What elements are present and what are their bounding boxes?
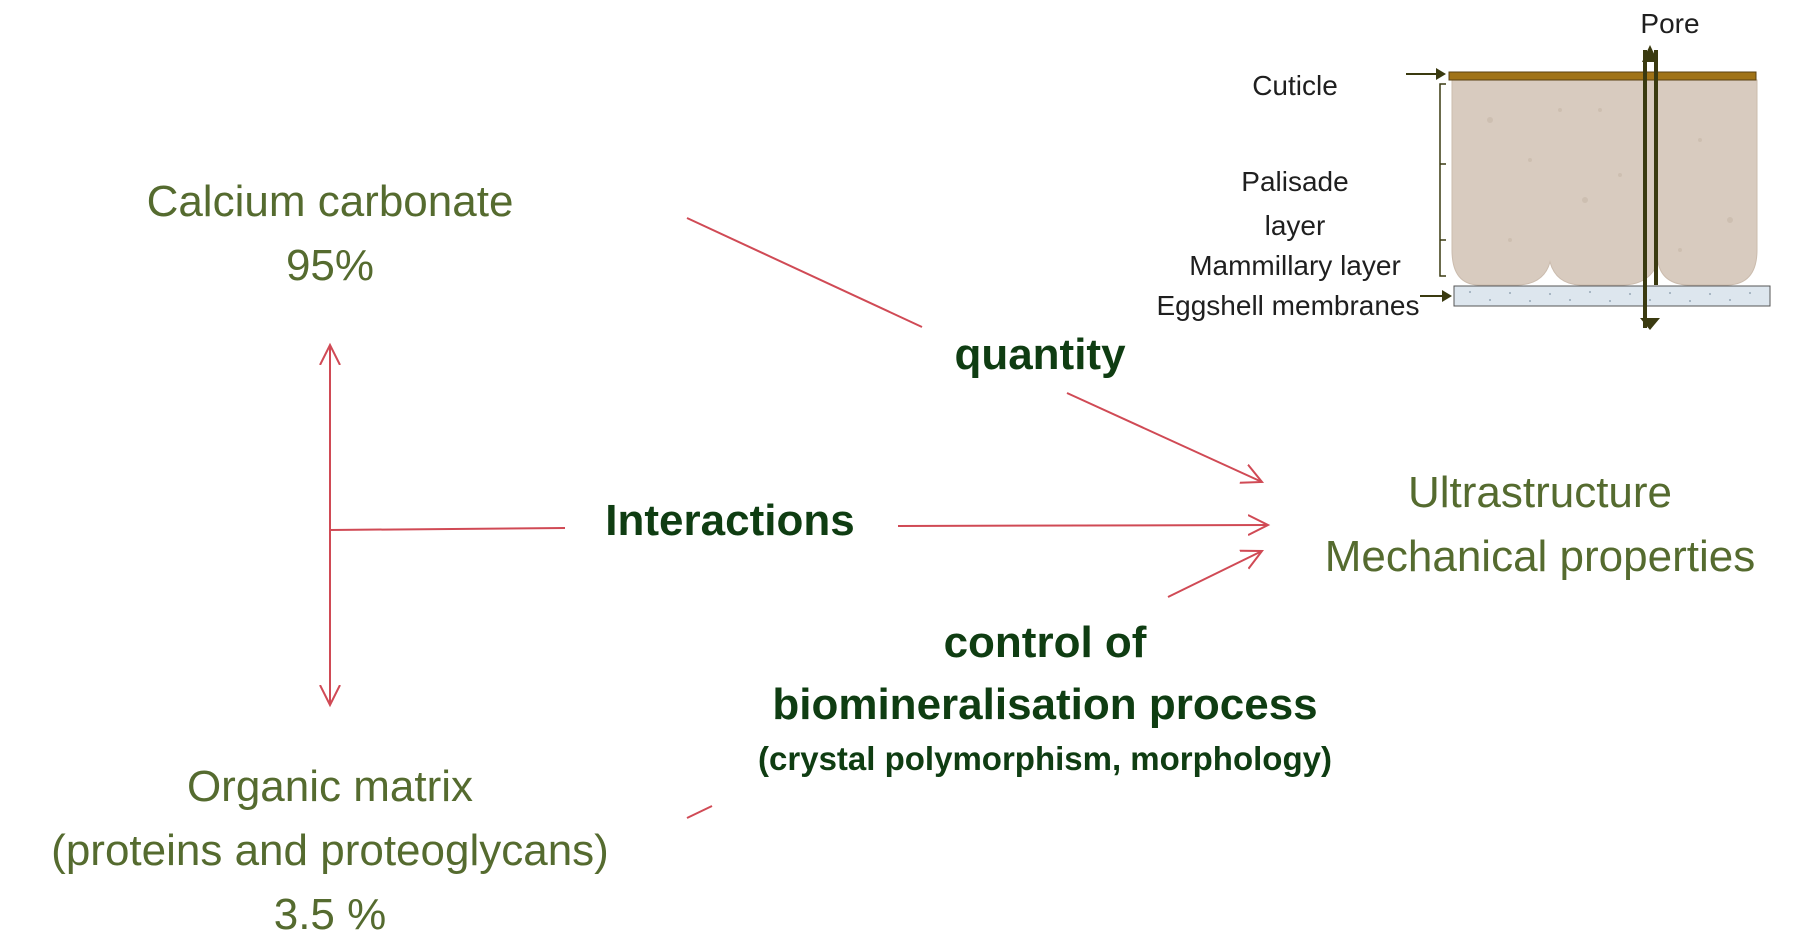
control-line-1: control of bbox=[943, 618, 1147, 667]
organic-matrix-name: Organic matrix bbox=[186, 762, 474, 811]
control-label: control of biomineralisation process (cr… bbox=[645, 612, 1445, 782]
organic-matrix-detail: (proteins and proteoglycans) bbox=[51, 826, 609, 875]
pore-label: Pore bbox=[1640, 8, 1700, 39]
membranes-label: Eggshell membranes bbox=[1156, 290, 1420, 321]
interactions-label: Interactions bbox=[605, 496, 855, 545]
palisade-line-1: Palisade bbox=[1241, 166, 1349, 197]
organic-matrix-label: Organic matrix (proteins and proteoglyca… bbox=[0, 755, 660, 947]
branch-to-interactions bbox=[329, 527, 566, 531]
calcium-carbonate-name: Calcium carbonate bbox=[146, 177, 514, 226]
cuticle-shape bbox=[1448, 71, 1757, 81]
control-line-3: (crystal polymorphism, morphology) bbox=[758, 740, 1332, 777]
line-calcium-to-quantity bbox=[686, 217, 923, 328]
layer-bracket bbox=[1439, 83, 1446, 277]
control-line-2: biomineralisation process bbox=[772, 680, 1318, 729]
palisade-line-2: layer bbox=[1264, 210, 1326, 241]
arrow-control-to-ultrastructure bbox=[1167, 551, 1262, 598]
organic-matrix-percent: 3.5 % bbox=[273, 890, 387, 939]
mechanical-properties-name: Mechanical properties bbox=[1324, 532, 1756, 581]
line-organic-to-control bbox=[686, 805, 713, 819]
pore-arrow-up bbox=[1642, 45, 1658, 62]
calcium-carbonate-percent: 95% bbox=[285, 241, 375, 290]
palisade-layer-shape bbox=[1451, 79, 1758, 286]
eggshell-membranes-shape bbox=[1453, 285, 1771, 307]
eggshell-inset bbox=[1406, 45, 1771, 330]
arrow-interactions-to-ultrastructure bbox=[897, 525, 1268, 526]
ultrastructure-label: Ultrastructure Mechanical properties bbox=[1290, 461, 1790, 589]
calcium-carbonate-label: Calcium carbonate 95% bbox=[80, 170, 580, 298]
pore-arrow-down bbox=[1640, 318, 1660, 330]
palisade-label: Palisade layer bbox=[1220, 160, 1370, 248]
cuticle-label: Cuticle bbox=[1252, 70, 1338, 101]
quantity-label: quantity bbox=[954, 330, 1126, 379]
mammillary-label: Mammillary layer bbox=[1189, 250, 1401, 281]
arrow-quantity-to-ultrastructure bbox=[1066, 392, 1262, 482]
ultrastructure-name: Ultrastructure bbox=[1407, 468, 1673, 517]
